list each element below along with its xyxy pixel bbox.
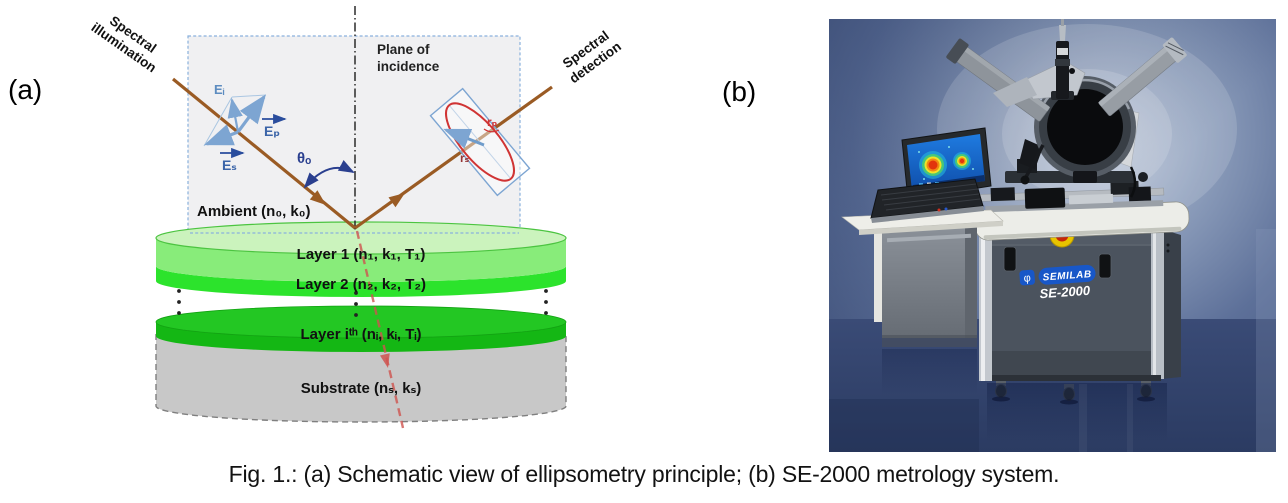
cabinet-handle-left xyxy=(1003,246,1017,272)
layer-2-disk xyxy=(156,266,566,297)
r-p-label: rₚ xyxy=(487,115,498,129)
laptop-screen-heatmap xyxy=(918,146,974,180)
substrate-disk xyxy=(155,333,567,423)
cabinet-handle-right xyxy=(1098,253,1112,279)
panel-b-label: (b) xyxy=(722,76,757,107)
phi-brand-icon: φ xyxy=(1023,272,1031,284)
e-s-label: Eₛ xyxy=(222,157,237,173)
r-s-label: rₛ xyxy=(460,151,470,165)
plane-label-line1: Plane of xyxy=(377,42,430,57)
incident-field-vectors: Eᵢ Eₚ Eₛ xyxy=(203,82,287,173)
stack-ellipsis-dots xyxy=(177,289,548,317)
model-label: SE-2000 xyxy=(1039,283,1091,302)
spectral-illumination-label: Spectral illumination xyxy=(89,13,160,75)
panel-a-label: (a) xyxy=(8,74,43,105)
reflected-beam xyxy=(354,85,553,230)
spectral-detection-label: Spectral detection xyxy=(560,28,624,86)
e-p-label: Eₚ xyxy=(264,123,280,139)
theta-label: θₒ xyxy=(297,150,311,167)
plane-label-line2: incidence xyxy=(377,59,440,74)
polarization-ellipse: rₚ rₛ xyxy=(429,87,531,197)
semilab-logo: φ SEMILAB SE-2000 xyxy=(1019,264,1096,302)
layer-i-disk xyxy=(155,305,567,352)
instrument-cabinet: φ SEMILAB SE-2000 xyxy=(979,222,1181,401)
se2000-photo: φ SEMILAB SE-2000 xyxy=(829,19,1276,452)
laptop xyxy=(870,127,992,223)
cabinet-left-post xyxy=(979,229,992,381)
ellipsometry-schematic: Eᵢ Eₚ Eₛ θₒ rₚ rₛ Plane of xyxy=(89,6,624,429)
floor-reflections xyxy=(829,349,1167,452)
figure-caption: Fig. 1.: (a) Schematic view of ellipsome… xyxy=(228,461,1060,487)
cable xyxy=(1129,166,1137,198)
e-incident-label: Eᵢ xyxy=(214,82,225,97)
layer-1-label: Layer 1 (n₁, k₁, T₁) xyxy=(297,246,426,263)
right-light-band xyxy=(1256,229,1276,452)
sample-stage xyxy=(978,180,1165,213)
layer-1-disk xyxy=(155,221,567,282)
substrate-label: Substrate (nₛ, kₛ) xyxy=(301,380,422,397)
camera-column xyxy=(1051,19,1075,100)
layer-2-label: Layer 2 (n₂, k₂, T₂) xyxy=(296,276,426,293)
adjust-rod xyxy=(1024,144,1045,178)
goniometer-right-arm xyxy=(1098,37,1187,116)
plane-of-incidence-label: Plane of incidence xyxy=(377,42,440,74)
mount-bridge-left xyxy=(993,77,1037,107)
cabinet-right-post xyxy=(1151,225,1164,379)
adjust-knob xyxy=(1020,175,1030,185)
layer-labels: Layer 1 (n₁, k₁, T₁) Layer 2 (n₂, k₂, T₂… xyxy=(296,246,426,397)
laptop-table xyxy=(841,209,1004,347)
sample-stack xyxy=(155,221,567,423)
ellipsometer-head xyxy=(946,19,1187,213)
angle-of-incidence: θₒ xyxy=(297,150,355,189)
layer-i-label: Layer iᵗʰ (nᵢ, kᵢ, Tᵢ) xyxy=(301,326,422,343)
incident-beam xyxy=(171,77,357,230)
refracted-beam xyxy=(355,230,405,429)
ambient-label: Ambient (n₀, k₀) xyxy=(197,203,311,220)
brand-name: SEMILAB xyxy=(1042,269,1092,283)
